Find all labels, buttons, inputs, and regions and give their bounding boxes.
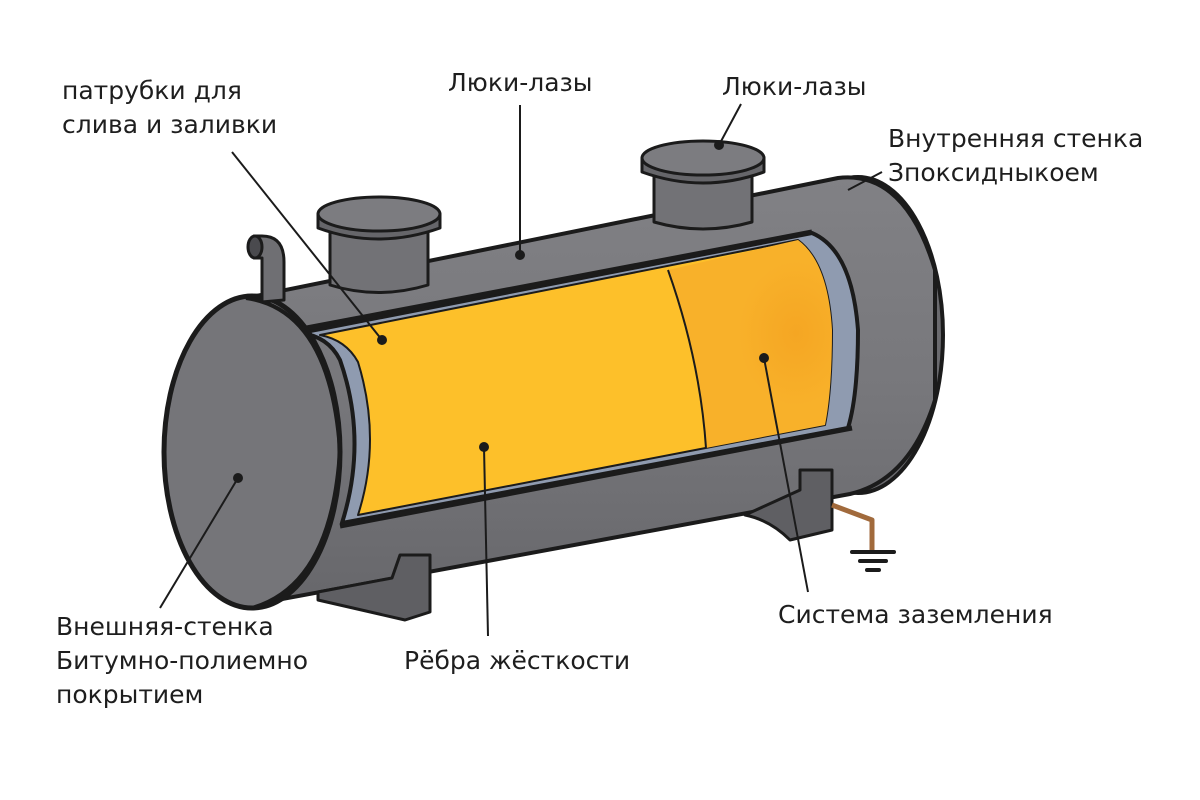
stiffening-rib-curve: [667, 269, 707, 449]
label-hatch-left: Люки-лазы: [448, 66, 593, 100]
leader-dot-grounding: [759, 353, 769, 363]
right-hatch-cover: [640, 139, 766, 177]
cutaway-top-edge: [295, 229, 813, 333]
ground-symbol-icon: [850, 550, 896, 572]
leader-ribs: [483, 446, 489, 637]
leader-dot-outer-wall: [233, 473, 243, 483]
label-hatch-right-text: Люки-лазы: [722, 72, 867, 101]
label-grounding: Система заземления: [778, 598, 1053, 632]
label-hatch-left-text: Люки-лазы: [448, 68, 593, 97]
label-pipes: патрубки для слива и заливки: [62, 74, 277, 142]
leader-dot-hatch-right: [714, 140, 724, 150]
leader-dot-pipes: [377, 335, 387, 345]
label-outer-wall: Внешняя-стенка Битумно-полиемно покрытие…: [56, 610, 308, 712]
label-grounding-text: Система заземления: [778, 600, 1053, 629]
label-ribs: Рёбра жёсткости: [404, 644, 630, 678]
front-cap-rim: [245, 296, 343, 610]
label-inner-wall-line-1: Внутренняя стенка: [888, 124, 1144, 153]
left-hatch-cover: [316, 195, 442, 233]
label-ribs-text: Рёбра жёсткости: [404, 646, 631, 675]
leader-dot-ribs: [479, 442, 489, 452]
label-outer-wall-line-3: покрытием: [56, 680, 204, 709]
fill-drain-pipe-opening: [246, 234, 264, 260]
left-saddle-support: [316, 553, 432, 622]
label-inner-wall: Внутренняя стенка Зпоксидныкоем: [888, 122, 1143, 190]
label-hatch-right: Люки-лазы: [722, 70, 867, 104]
leader-inner-wall: [847, 171, 883, 191]
leader-outer-wall: [159, 477, 239, 609]
label-outer-wall-line-2: Битумно-полиемно: [56, 646, 309, 675]
right-saddle-support: [743, 468, 834, 542]
leader-dot-hatch-left: [515, 250, 525, 260]
cutaway-bottom-edge: [339, 425, 853, 529]
right-hatch-neck: [652, 166, 754, 231]
left-hatch-neck: [328, 223, 430, 294]
grounding-wire: [831, 502, 875, 552]
label-pipes-line-2: слива и заливки: [62, 110, 278, 139]
leader-grounding: [763, 357, 809, 593]
leader-pipes: [231, 151, 383, 341]
label-outer-wall-line-1: Внешняя-стенка: [56, 612, 274, 641]
label-inner-wall-line-2: Зпоксидныкоем: [888, 158, 1099, 187]
interior-far-end: [668, 240, 832, 448]
leader-hatch-right: [718, 103, 742, 146]
label-pipes-line-1: патрубки для: [62, 76, 242, 105]
